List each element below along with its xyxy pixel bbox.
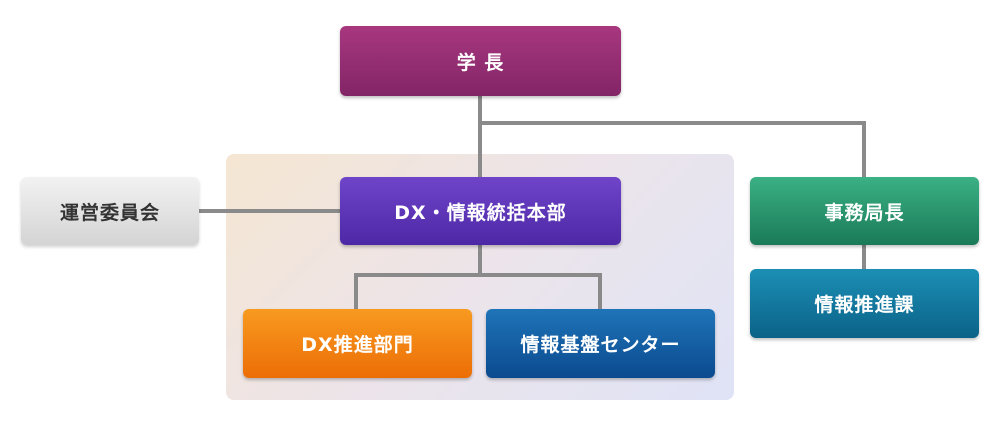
info-center-label: 情報基盤センター	[520, 334, 681, 356]
dx-dept-label: DX推進部門	[301, 334, 414, 356]
secretary-box: 事務局長	[750, 177, 979, 245]
connector-president-secretary	[478, 121, 866, 179]
info-promo-box: 情報推進課	[750, 269, 979, 338]
connector-dx-info-center	[478, 273, 602, 311]
committee-label: 運営委員会	[59, 201, 160, 224]
secretary-label: 事務局長	[824, 201, 905, 224]
info-promo-label: 情報推進課	[814, 294, 915, 316]
dx-dept-box: DX推進部門	[243, 309, 472, 378]
president-box: 学 長	[340, 26, 621, 96]
committee-box: 運営委員会	[21, 177, 199, 245]
president-label: 学 長	[456, 51, 505, 74]
dx-hq-box: DX・情報統括本部	[340, 177, 621, 245]
connector-dx-children	[354, 243, 482, 311]
dx-hq-label: DX・情報統括本部	[394, 201, 567, 224]
info-center-box: 情報基盤センター	[486, 309, 715, 378]
